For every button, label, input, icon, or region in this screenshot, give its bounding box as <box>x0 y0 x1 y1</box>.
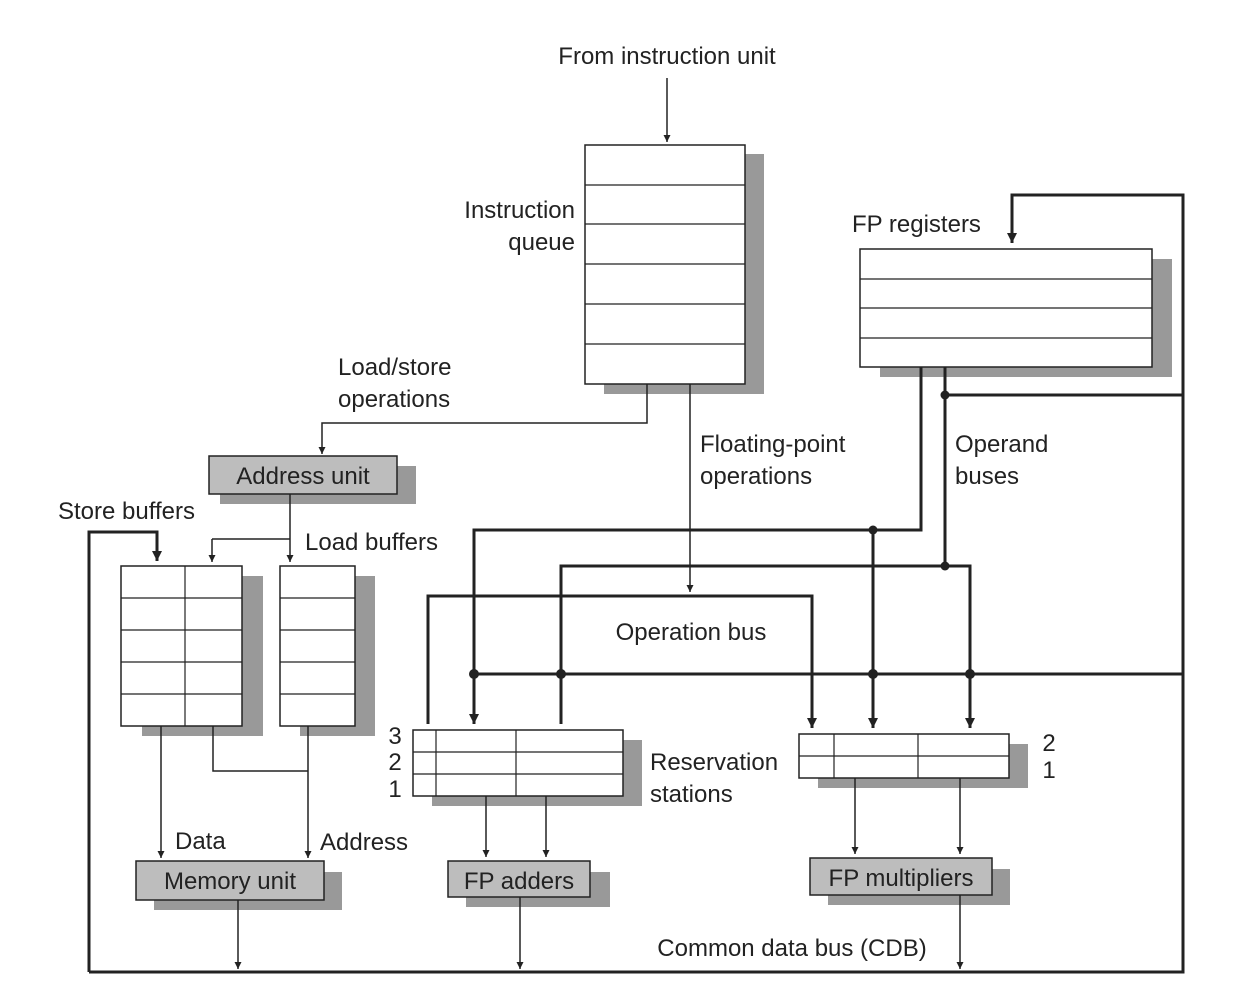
adder-station-number: 2 <box>388 749 401 776</box>
operand-bus-2 <box>559 564 975 728</box>
load-store-arrow <box>318 384 648 454</box>
reservation-stations-label-line2: stations <box>650 781 733 808</box>
fp-adders: FP adders <box>447 860 610 907</box>
fp-operations-label-line2: operations <box>700 463 812 490</box>
junction-dots <box>469 390 975 679</box>
adder-reservation-stations <box>412 729 642 806</box>
operation-bus-label: Operation bus <box>616 619 767 646</box>
operand-buses-label-line1: Operand <box>955 431 1048 458</box>
instruction-queue <box>584 144 764 394</box>
load-buffers <box>279 565 375 736</box>
common-data-bus <box>89 193 1185 974</box>
fp-operations-label-line1: Floating-point <box>700 431 846 458</box>
load-store-label-line1: Load/store <box>338 354 451 381</box>
fp-adders-label: FP adders <box>464 868 574 895</box>
store-buffers-label: Store buffers <box>58 498 195 525</box>
load-store-label-line2: operations <box>338 386 450 413</box>
buses <box>87 193 1185 974</box>
adder-station-number: 1 <box>388 776 401 803</box>
from-instruction-unit-label: From instruction unit <box>558 43 776 70</box>
fp-registers <box>859 248 1172 377</box>
fp-registers-label: FP registers <box>852 211 981 238</box>
operation-bus <box>426 594 817 728</box>
data-label: Data <box>175 828 226 855</box>
memory-unit: Memory unit <box>135 860 342 910</box>
address-unit-label: Address unit <box>236 463 370 490</box>
multiplier-station-number: 2 <box>1042 730 1055 757</box>
cdb-label: Common data bus (CDB) <box>657 935 926 962</box>
operand-bus-1 <box>469 367 923 724</box>
adder-station-number: 3 <box>388 723 401 750</box>
reservation-stations-label-line1: Reservation <box>650 749 778 776</box>
cdb-to-store-buffers <box>87 530 162 972</box>
instruction-queue-label-line2: queue <box>508 229 575 256</box>
instruction-queue-label-line1: Instruction <box>464 197 575 224</box>
operand-buses-label-line2: buses <box>955 463 1019 490</box>
fp-multipliers-label: FP multipliers <box>829 865 974 892</box>
multiplier-station-number: 1 <box>1042 757 1055 784</box>
memory-unit-label: Memory unit <box>164 868 296 895</box>
store-buffers <box>120 565 263 736</box>
multiplier-reservation-stations <box>798 733 1028 788</box>
address-unit: Address unit <box>208 455 416 504</box>
fp-multipliers: FP multipliers <box>809 857 1010 905</box>
thin-connectors <box>157 78 964 969</box>
address-label: Address <box>320 829 408 856</box>
load-buffers-label: Load buffers <box>305 529 438 556</box>
